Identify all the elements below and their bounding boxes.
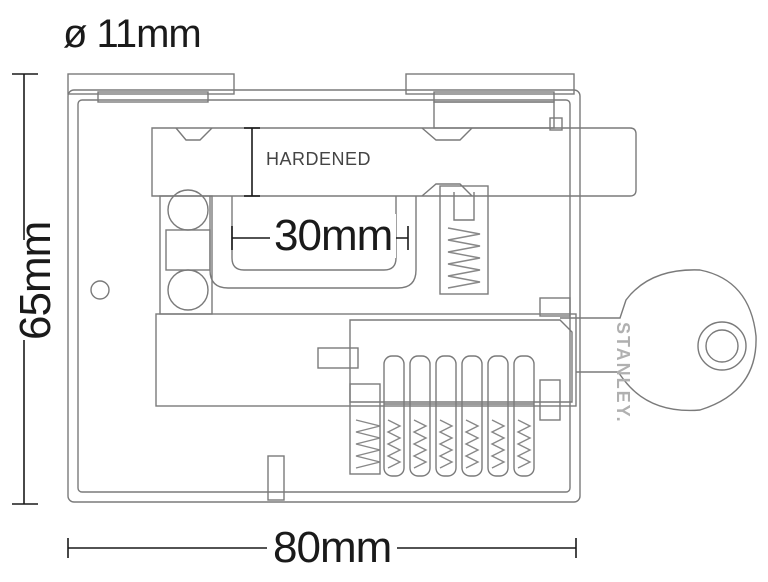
key-hole <box>697 321 747 371</box>
hardened-marking: HARDENED <box>266 149 372 169</box>
clearance-label: 30mm <box>270 214 397 258</box>
lock-ball <box>167 269 209 311</box>
key <box>560 269 757 412</box>
pin-stack <box>355 355 535 477</box>
diameter-label: ø 11mm <box>63 12 202 56</box>
width-label: 80mm <box>267 526 398 570</box>
spring-housing <box>439 185 489 295</box>
key-brand-label: STANLEY. <box>613 322 633 424</box>
shackle-bar <box>151 127 637 197</box>
left-guard <box>67 73 235 95</box>
height-label: 65mm <box>11 221 60 340</box>
cylinder <box>155 313 577 407</box>
right-guard <box>405 73 575 95</box>
lock-body <box>67 89 581 503</box>
shackle-u <box>209 196 417 289</box>
spring <box>447 227 481 289</box>
